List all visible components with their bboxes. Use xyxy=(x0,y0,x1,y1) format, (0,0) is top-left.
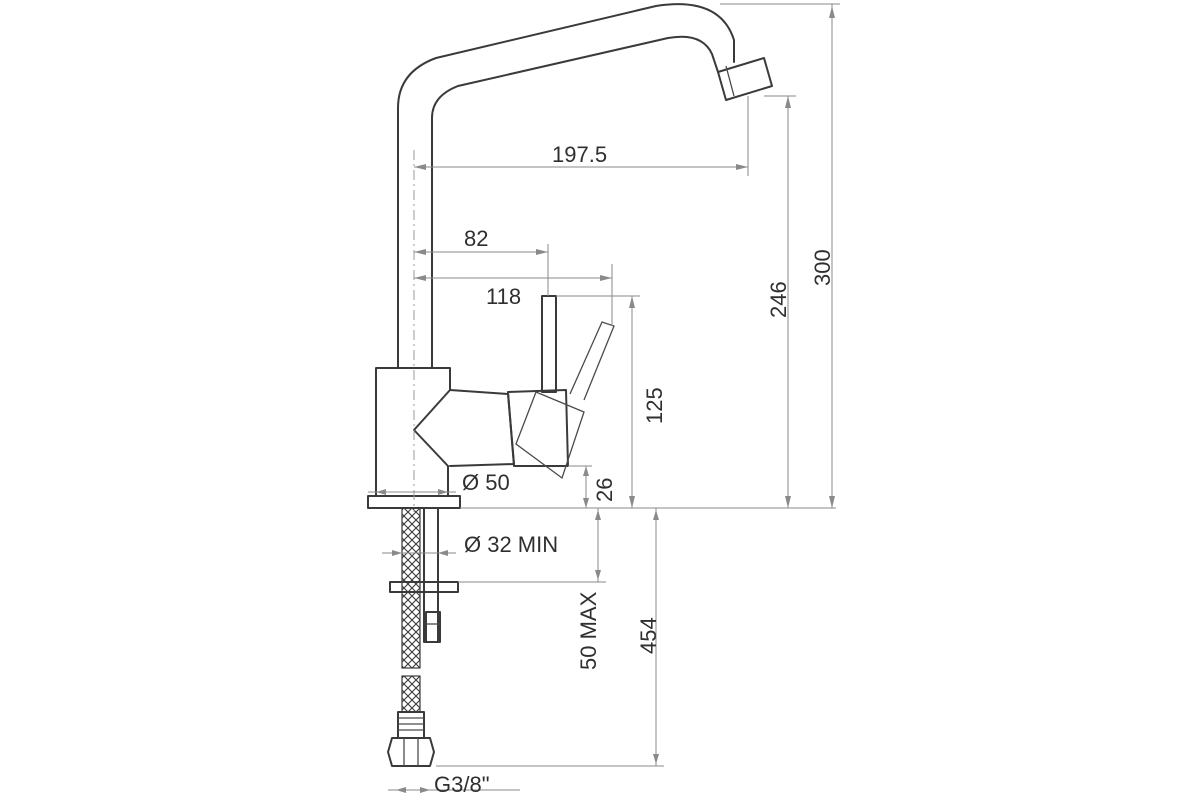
spout-inner xyxy=(431,35,719,369)
fixing-plate xyxy=(389,581,459,593)
cartridge-housing xyxy=(449,389,515,467)
handle-cap-rotated xyxy=(515,391,585,480)
label-g38: G3/8" xyxy=(434,772,490,797)
dimension-labels: 197.5 82 118 Ø 50 Ø 32 MIN G3/8" 125 26 … xyxy=(434,142,835,797)
mixer-body xyxy=(375,367,451,497)
label-125: 125 xyxy=(642,387,667,424)
label-d32-min: Ø 32 MIN xyxy=(464,532,558,557)
label-197-5: 197.5 xyxy=(552,142,607,167)
lever-rotated xyxy=(569,321,615,401)
label-246: 246 xyxy=(766,281,791,318)
label-300: 300 xyxy=(810,249,835,286)
hose-ferrule xyxy=(397,711,425,739)
hex-connector-nut xyxy=(387,737,435,767)
dimension-lines xyxy=(368,3,840,793)
flexible-hose-upper xyxy=(401,507,421,669)
fixing-nut xyxy=(425,611,441,643)
spout-outer xyxy=(397,3,735,369)
faucet-outline xyxy=(367,3,773,767)
flexible-hose-lower xyxy=(401,675,421,713)
label-d50: Ø 50 xyxy=(462,470,510,495)
label-26: 26 xyxy=(592,478,617,502)
aerator-ring xyxy=(725,65,735,97)
label-118: 118 xyxy=(486,284,521,309)
lever-upright xyxy=(541,295,557,393)
aerator xyxy=(717,57,773,101)
label-50-max: 50 MAX xyxy=(576,591,601,670)
label-454: 454 xyxy=(636,617,661,654)
label-82: 82 xyxy=(464,226,488,251)
